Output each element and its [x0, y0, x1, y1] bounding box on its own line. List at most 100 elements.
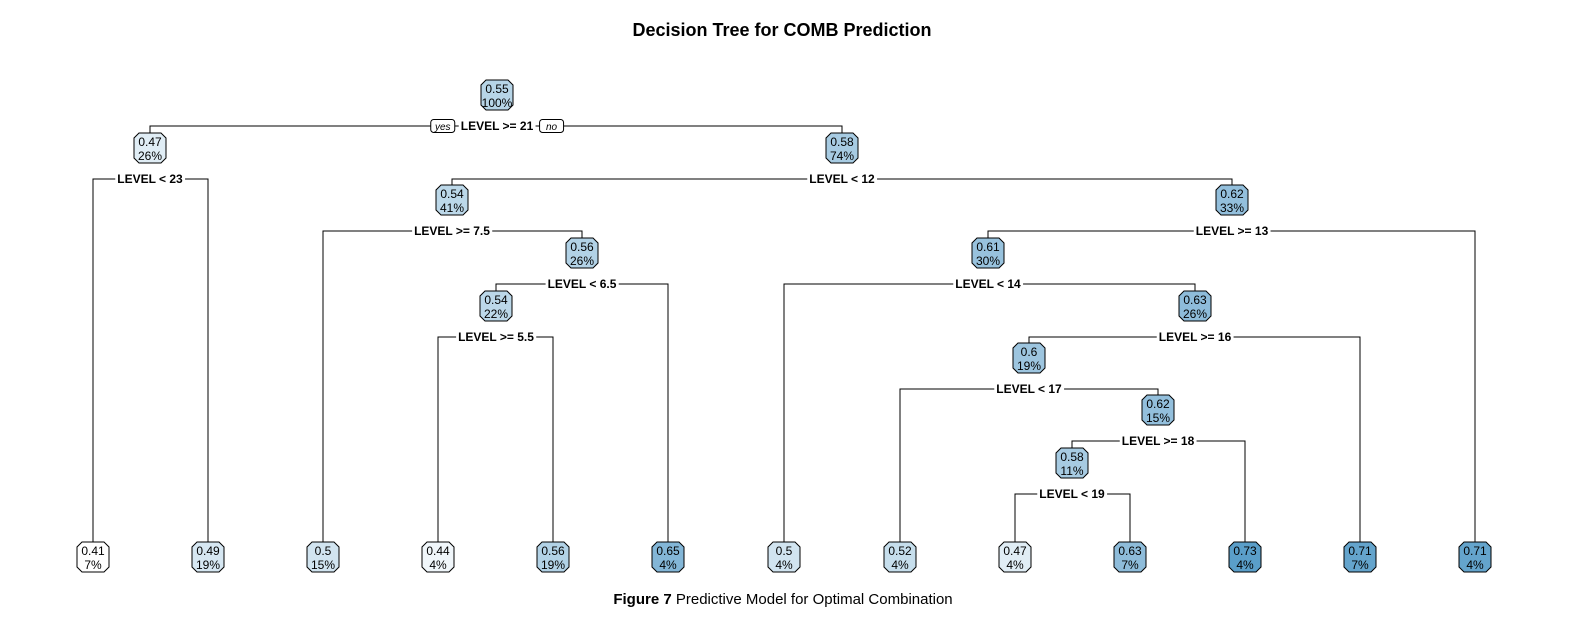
tree-edge [497, 125, 843, 133]
tree-edge [1158, 440, 1246, 542]
node-percent: 7% [84, 558, 102, 572]
split-label-bg [456, 330, 537, 344]
split-label: LEVEL < 23 [117, 172, 183, 186]
node-percent: 33% [1220, 201, 1244, 215]
node-percent: 15% [1146, 411, 1170, 425]
split-label-bg [458, 119, 536, 133]
node-value: 0.6 [1021, 345, 1038, 359]
node-box [767, 541, 801, 573]
tree-edge [150, 178, 209, 542]
node-box [536, 541, 570, 573]
node-value: 0.41 [81, 544, 105, 558]
tree-edge [1028, 336, 1195, 343]
node-percent: 19% [541, 558, 565, 572]
node-box [883, 541, 917, 573]
node-box [435, 184, 469, 216]
node-percent: 4% [659, 558, 677, 572]
split-label: LEVEL >= 13 [1196, 224, 1269, 238]
tree-edge [437, 336, 496, 542]
split-label-bg [1156, 330, 1234, 344]
leaf-node: 0.714% [1458, 541, 1492, 573]
node-percent: 4% [1006, 558, 1024, 572]
leaf-node: 0.515% [306, 541, 340, 573]
leaf-node: 0.444% [421, 541, 455, 573]
split-label: LEVEL >= 7.5 [414, 224, 490, 238]
tree-edge [92, 178, 150, 542]
node-percent: 19% [196, 558, 220, 572]
node-value: 0.55 [485, 82, 509, 96]
tree-edge [783, 283, 988, 542]
node-value: 0.49 [196, 544, 220, 558]
svg-text:yes: yes [434, 122, 451, 133]
node-box [1458, 541, 1492, 573]
node-value: 0.47 [1003, 544, 1027, 558]
split-label: LEVEL >= 18 [1122, 434, 1195, 448]
node-box [76, 541, 110, 573]
node-value: 0.5 [315, 544, 332, 558]
split-label-bg [1119, 434, 1197, 448]
node-value: 0.56 [541, 544, 565, 558]
diagram-title: Decision Tree for COMB Prediction [632, 20, 931, 40]
node-value: 0.58 [1060, 450, 1084, 464]
node-box [1012, 342, 1046, 374]
node-percent: 11% [1060, 464, 1083, 478]
node-box [1178, 290, 1212, 322]
split-label: LEVEL < 6.5 [548, 277, 617, 291]
node-box [480, 79, 514, 111]
node-percent: 30% [976, 254, 1000, 268]
figure-caption-text: Predictive Model for Optimal Combination [675, 591, 953, 608]
tree-edge [1195, 336, 1361, 542]
node-box [1343, 541, 1377, 573]
node-value: 0.62 [1146, 397, 1170, 411]
node-percent: 4% [429, 558, 447, 572]
node-value: 0.58 [830, 135, 854, 149]
node-box [998, 541, 1032, 573]
node-value: 0.52 [888, 544, 912, 558]
split-label-bg [994, 382, 1065, 396]
tree-edge [988, 283, 1196, 291]
node-box [421, 541, 455, 573]
node-box [1141, 394, 1175, 426]
node-value: 0.44 [426, 544, 450, 558]
yes-branch-tag: yes [430, 119, 456, 133]
node-box [1215, 184, 1249, 216]
tree-edge [582, 283, 669, 542]
node-percent: 4% [775, 558, 793, 572]
node-value: 0.54 [484, 293, 508, 307]
node-percent: 19% [1017, 359, 1041, 373]
split-label: LEVEL < 12 [809, 172, 875, 186]
tree-edge [149, 125, 497, 133]
node-percent: 41% [440, 201, 464, 215]
node-percent: 4% [891, 558, 909, 572]
tree-edges [92, 125, 1476, 542]
node-box [133, 132, 167, 164]
node-percent: 26% [138, 149, 162, 163]
node-value: 0.73 [1233, 544, 1257, 558]
leaf-node: 0.524% [883, 541, 917, 573]
figure-caption: Figure 7 Predictive Model for Optimal Co… [0, 591, 1566, 608]
no-branch-tag: no [539, 119, 565, 133]
tree-edge [322, 230, 452, 542]
node-percent: 7% [1121, 558, 1139, 572]
split-label-bg [1193, 224, 1271, 238]
split-node: 0.619%LEVEL < 17 [994, 342, 1065, 396]
node-box [1228, 541, 1262, 573]
decision-tree-diagram: Decision Tree for COMB Prediction 0.5510… [76, 20, 1492, 573]
leaf-node: 0.54% [767, 541, 801, 573]
node-value: 0.63 [1183, 293, 1207, 307]
figure-caption-label: Figure 7 [613, 591, 672, 608]
tree-edge [1029, 388, 1159, 395]
node-value: 0.56 [570, 240, 594, 254]
node-box [825, 132, 859, 164]
node-value: 0.65 [656, 544, 680, 558]
split-label: LEVEL < 19 [1039, 487, 1105, 501]
